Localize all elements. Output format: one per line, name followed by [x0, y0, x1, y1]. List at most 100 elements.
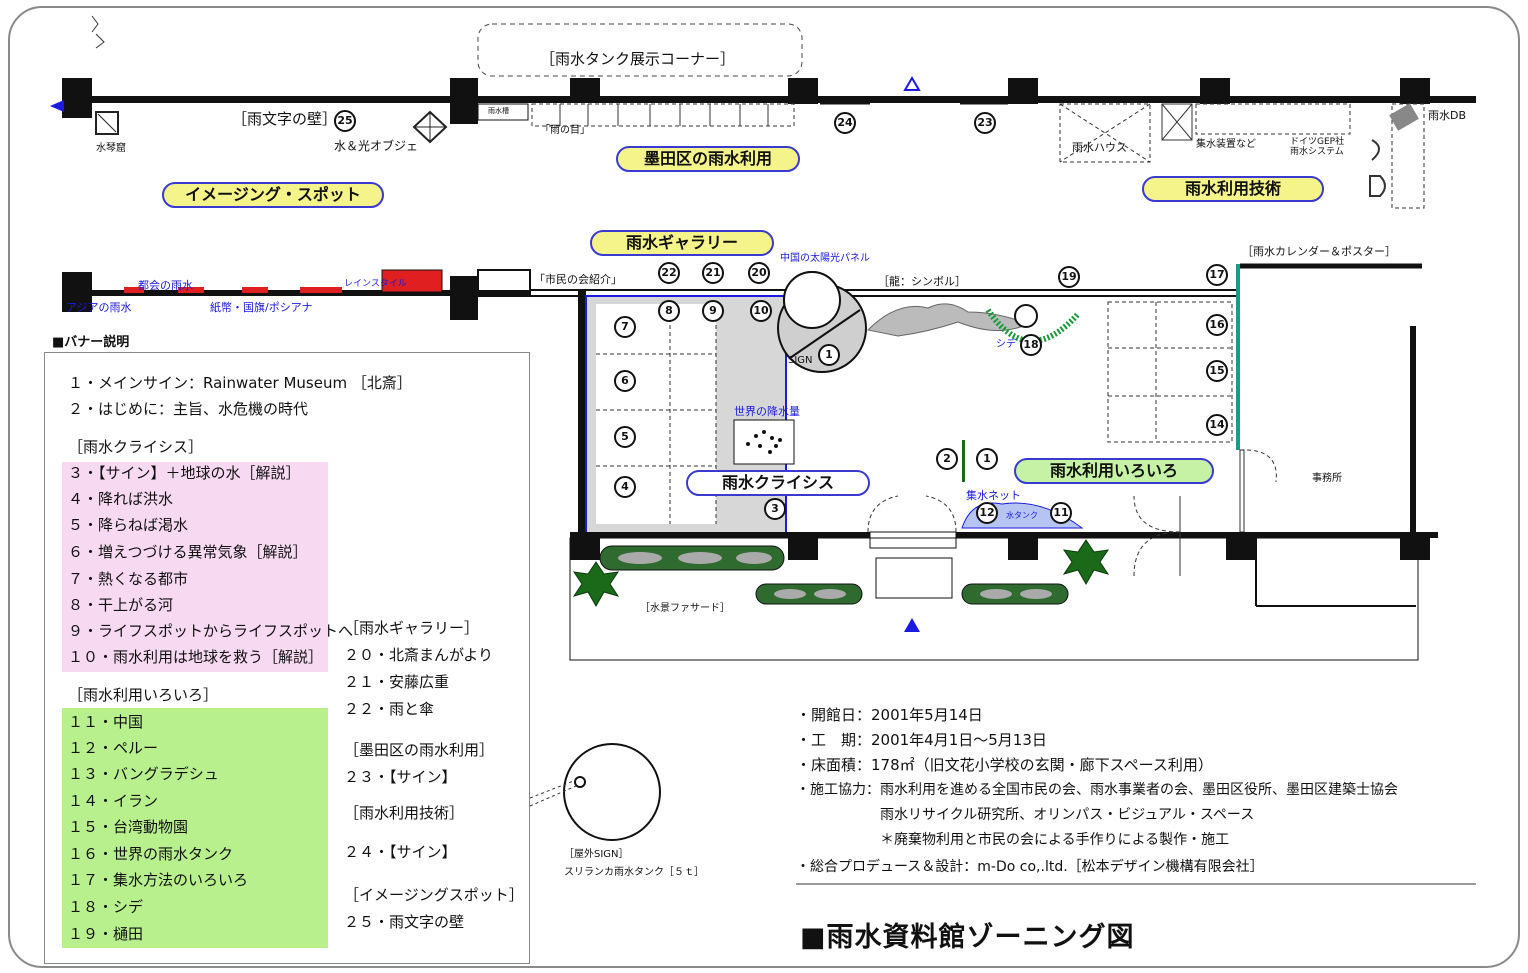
- legend-item-21: ２１・安藤広重: [344, 673, 450, 691]
- bottom-wall: [570, 532, 1438, 538]
- pillar: [450, 276, 478, 320]
- gallery-header: ［雨水ギャラリー］: [344, 619, 480, 637]
- shide-label: シデ: [996, 339, 1016, 350]
- legend-item-24: ２４・【サイン】: [344, 843, 457, 861]
- collection-net-label: 集水ネット: [966, 489, 1021, 502]
- pillar: [1400, 78, 1430, 104]
- tank-corner-box: [477, 23, 803, 77]
- tank-corner-label: ［雨水タンク展示コーナー］: [540, 50, 736, 68]
- tech-header: ［雨水利用技術］: [344, 804, 465, 822]
- marker-23: 23: [974, 112, 996, 134]
- plant-icon: [1062, 539, 1110, 586]
- figure-title: ■雨水資料館ゾーニング図: [800, 922, 1135, 953]
- marker-7: 7: [614, 316, 636, 338]
- rain-db-box: [1391, 103, 1425, 209]
- marker-15: 15: [1206, 360, 1228, 382]
- outdoor-sign-circle: [563, 743, 661, 841]
- rain-calendar-label: ［雨水カレンダー＆ポスター］: [1242, 245, 1396, 258]
- facade-area: [569, 537, 1419, 661]
- various-band: [62, 708, 328, 948]
- sign-label: SIGN: [788, 355, 813, 366]
- solar-panel-label: 中国の太陽光パネル: [780, 253, 870, 264]
- zone-imaging-spot: イメージング・スポット: [162, 182, 384, 208]
- legend-item-20: ２０・北斎まんがより: [344, 646, 493, 664]
- facade-label: ［水景ファサード］: [640, 603, 730, 614]
- marker-8: 8: [658, 300, 680, 322]
- zone-rain-tech: 雨水利用技術: [1142, 176, 1324, 202]
- office-label: 事務所: [1312, 473, 1342, 484]
- legend-item-19: １９・樋田: [68, 925, 144, 943]
- marker-16: 16: [1206, 314, 1228, 336]
- legend-item-8: ８・干上がる河: [68, 596, 174, 614]
- pillar: [450, 78, 478, 124]
- pillar: [62, 78, 92, 118]
- dragon-shape: [866, 303, 1030, 337]
- rain-house-label: 雨水ハウス: [1072, 141, 1127, 154]
- various-header: ［雨水利用いろいろ］: [68, 686, 219, 704]
- legend-box: [44, 352, 530, 964]
- letter-wall-label: ［雨文字の壁］: [232, 110, 338, 128]
- marker-9: 9: [702, 300, 724, 322]
- legend-item-9: ９・ライフスポットからライフスポットへ: [68, 622, 354, 640]
- outdoor-sign-label: ［屋外SIGN］: [564, 849, 629, 860]
- dragon-label: ［龍：シンボル］: [878, 275, 966, 288]
- legend-item-3: ３・【サイン】＋地球の水［解説］: [68, 464, 301, 482]
- rain-house-box: [1059, 103, 1151, 163]
- planter: [961, 583, 1069, 605]
- srilanka-tank-label: スリランカ雨水タンク［５ｔ］: [564, 867, 704, 878]
- legend-item-1: １・メインサイン：Rainwater Museum ［北斎］: [68, 374, 412, 392]
- city-rain-label: 都会の雨水: [138, 279, 193, 292]
- marker-14: 14: [1206, 414, 1228, 436]
- legend-item-2: ２・はじめに：主旨、水危機の時代: [68, 400, 309, 418]
- legend-item-14: １４・イラン: [68, 792, 159, 810]
- legend-title: ■バナー説明: [52, 335, 130, 350]
- info-cooperation-3: ＊廃棄物利用と市民の会による手作りによる製作・施工: [796, 832, 1230, 848]
- water-harp-icon: [95, 111, 119, 135]
- info-producer: ・総合プロデュース＆設計：m-Do co,.ltd.［松本デザイン機構有限会社］: [796, 859, 1264, 875]
- marker-18: 18: [1020, 334, 1042, 356]
- red-banner: [381, 269, 443, 293]
- triangle-marker-icon: [903, 76, 921, 91]
- asia-rain-label: アジアの雨水: [66, 301, 132, 314]
- legend-item-7: ７・熱くなる都市: [68, 570, 189, 588]
- info-floor-area: ・床面積：178㎡（旧文花小学校の玄関・廊下スペース利用）: [796, 756, 1213, 774]
- legend-item-12: １２・ペルー: [68, 739, 159, 757]
- marker-1b: 1: [976, 448, 998, 470]
- right-panels: [1107, 301, 1233, 443]
- rain-style-label: レインスタイル: [344, 279, 407, 289]
- legend-item-22: ２２・雨と傘: [344, 700, 435, 718]
- mid-wall: [62, 290, 530, 296]
- small-box: [477, 103, 529, 121]
- device-shelf: [1195, 103, 1351, 135]
- legend-item-17: １７・集水方法のいろいろ: [68, 871, 249, 889]
- marker-4: 4: [614, 476, 636, 498]
- rain-eye-label: 「雨の目」: [540, 125, 590, 136]
- legend-item-23: ２３・【サイン】: [344, 768, 457, 786]
- info-period: ・工 期：2001年4月1日〜5月13日: [796, 731, 1047, 749]
- marker-20: 20: [748, 262, 770, 284]
- water-tank-label: 水タンク: [1006, 511, 1038, 520]
- world-rain-box: [733, 419, 795, 465]
- pillar: [62, 272, 92, 312]
- pillar: [1200, 78, 1230, 104]
- zone-rain-crisis: 雨水クライシス: [686, 470, 870, 496]
- pillar: [788, 78, 818, 104]
- info-open-date: ・開館日：2001年5月14日: [796, 706, 983, 724]
- entrance-arrow-icon: [50, 100, 64, 112]
- world-rain-label: 世界の降水量: [734, 405, 800, 418]
- crisis-band: [62, 462, 328, 672]
- planter: [755, 583, 863, 605]
- sumida-header: ［墨田区の雨水利用］: [344, 741, 495, 759]
- marker-1: 1: [818, 344, 840, 366]
- legend-item-16: １６・世界の雨水タンク: [68, 845, 234, 863]
- pillar: [570, 78, 600, 100]
- legend-item-5: ５・降らねば渇水: [68, 516, 189, 534]
- device-box: [1161, 103, 1193, 141]
- info-cooperation-2: 雨水リサイクル研究所、オリンパス・ビジュアル・スペース: [796, 807, 1255, 823]
- info-cooperation: ・施工協力：雨水利用を進める全国市民の会、雨水事業者の会、墨田区役所、墨田区建築…: [796, 782, 1398, 798]
- pillar: [1008, 78, 1038, 104]
- top-wall: [62, 96, 1476, 103]
- marker-5: 5: [614, 426, 636, 448]
- collection-device-label: 集水装置など: [1196, 139, 1256, 150]
